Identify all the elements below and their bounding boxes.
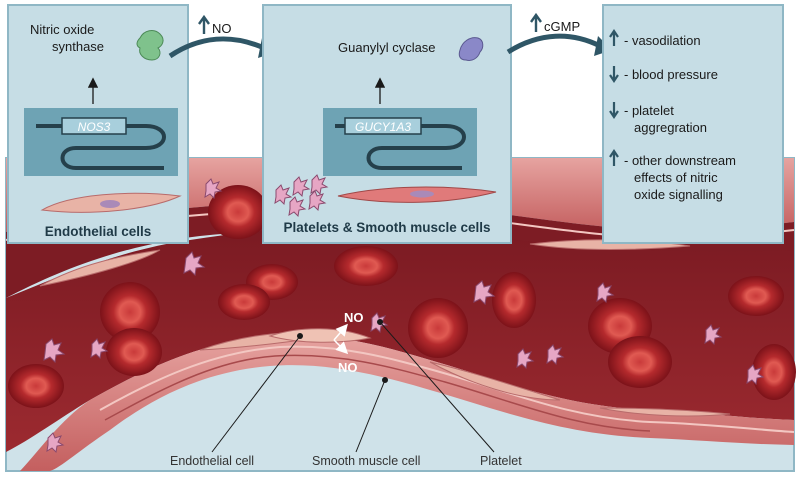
red-blood-cell [334, 246, 398, 286]
cell-label-endothelial: Endothelial cells [45, 224, 152, 239]
enzyme-label-guanylyl: Guanylyl cyclase [338, 40, 436, 55]
vessel-lumen [6, 224, 794, 452]
increase-arrow-icon [530, 12, 542, 32]
dna-strand [335, 124, 466, 170]
red-blood-cell [408, 298, 468, 358]
effect-item: - blood pressure [609, 66, 718, 83]
callout-line-smooth-muscle [355, 379, 386, 453]
arrow-label-cgmp: cGMP [544, 19, 580, 34]
effect-text: - blood pressure [624, 67, 718, 82]
nitric-oxide-synthase-icon [136, 30, 164, 61]
platelet-icon [704, 324, 723, 346]
increase-arrow-icon [609, 149, 619, 166]
callout-label-smooth-muscle: Smooth muscle cell [312, 454, 420, 468]
endothelial-cell-shape [599, 407, 731, 417]
red-blood-cell [106, 328, 162, 376]
endothelial-cell-shape [39, 249, 161, 287]
enzyme-label-nos-line2: synthase [52, 39, 104, 54]
callout-label-endothelial: Endothelial cell [170, 454, 254, 468]
gene-exon [61, 117, 127, 135]
enzyme-label-nos: Nitric oxide synthase [30, 22, 104, 54]
increase-arrow-icon [609, 29, 619, 46]
wall-stripe [99, 345, 795, 433]
increase-arrow-icon [198, 14, 210, 34]
arrow-label-no: NO [212, 21, 232, 36]
red-blood-cell [208, 185, 268, 239]
callout-line-platelet [379, 321, 495, 453]
platelet-icon [746, 364, 765, 386]
dna-strand [36, 124, 166, 170]
callout-dot [297, 333, 303, 339]
red-blood-cell [218, 284, 270, 320]
platelet-icon [183, 251, 206, 277]
cell-label-platelets-smooth-muscle: Platelets & Smooth muscle cells [283, 220, 490, 235]
guanylyl-cyclase-icon [458, 37, 484, 61]
enzyme-label-nos-line1: Nitric oxide [30, 22, 94, 37]
curved-arrow-no [168, 36, 266, 59]
red-blood-cell [492, 272, 536, 328]
red-blood-cell [100, 282, 160, 342]
platelet-icon [310, 174, 329, 196]
effect-text: - vasodilation [624, 33, 701, 48]
no-release-arrow [333, 339, 349, 355]
platelet-icon [292, 176, 311, 198]
no-label-vessel-1: NO [344, 310, 364, 325]
platelet-icon [516, 348, 535, 370]
platelet-icon [90, 338, 109, 360]
red-blood-cell [8, 364, 64, 408]
callout-dot [382, 377, 388, 383]
decrease-arrow-icon [609, 66, 619, 83]
callout-dot [377, 319, 383, 325]
platelet-icon [204, 178, 223, 200]
panel-effects [602, 4, 784, 244]
effects-list: - vasodilation - blood pressure - platelet… [609, 29, 736, 202]
vessel-lumen-top [6, 199, 794, 298]
platelet-icon [43, 338, 66, 364]
curved-arrow-cgmp [506, 33, 602, 55]
platelet-icon [274, 184, 293, 206]
gene-exon [344, 117, 422, 135]
decrease-arrow-icon [609, 102, 619, 119]
platelets-group [43, 178, 765, 454]
no-label-vessel-2: NO [338, 360, 358, 375]
red-blood-cell [728, 276, 784, 316]
gene-name-nos3: NOS3 [78, 120, 111, 134]
red-blood-cell [608, 336, 672, 388]
platelet-icon [288, 196, 307, 218]
gene-name-gucy1a3: GUCY1A3 [355, 120, 411, 134]
effect-item: - vasodilation [609, 29, 701, 48]
wall-stripe [104, 354, 651, 432]
platelet-icon [46, 432, 65, 454]
panel-platelets [274, 174, 329, 218]
platelet-icon [596, 282, 615, 304]
callout-label-platelet: Platelet [480, 454, 522, 468]
cell-nucleus [410, 190, 434, 198]
platelet-icon [546, 344, 565, 366]
platelet-icon [308, 190, 327, 212]
callout-line-endothelial [211, 335, 301, 453]
platelet-icon [473, 280, 496, 306]
red-blood-cell [752, 344, 796, 400]
no-release-arrow [333, 323, 348, 341]
endothelial-cell-shape [429, 361, 561, 401]
cell-nucleus [100, 200, 120, 208]
